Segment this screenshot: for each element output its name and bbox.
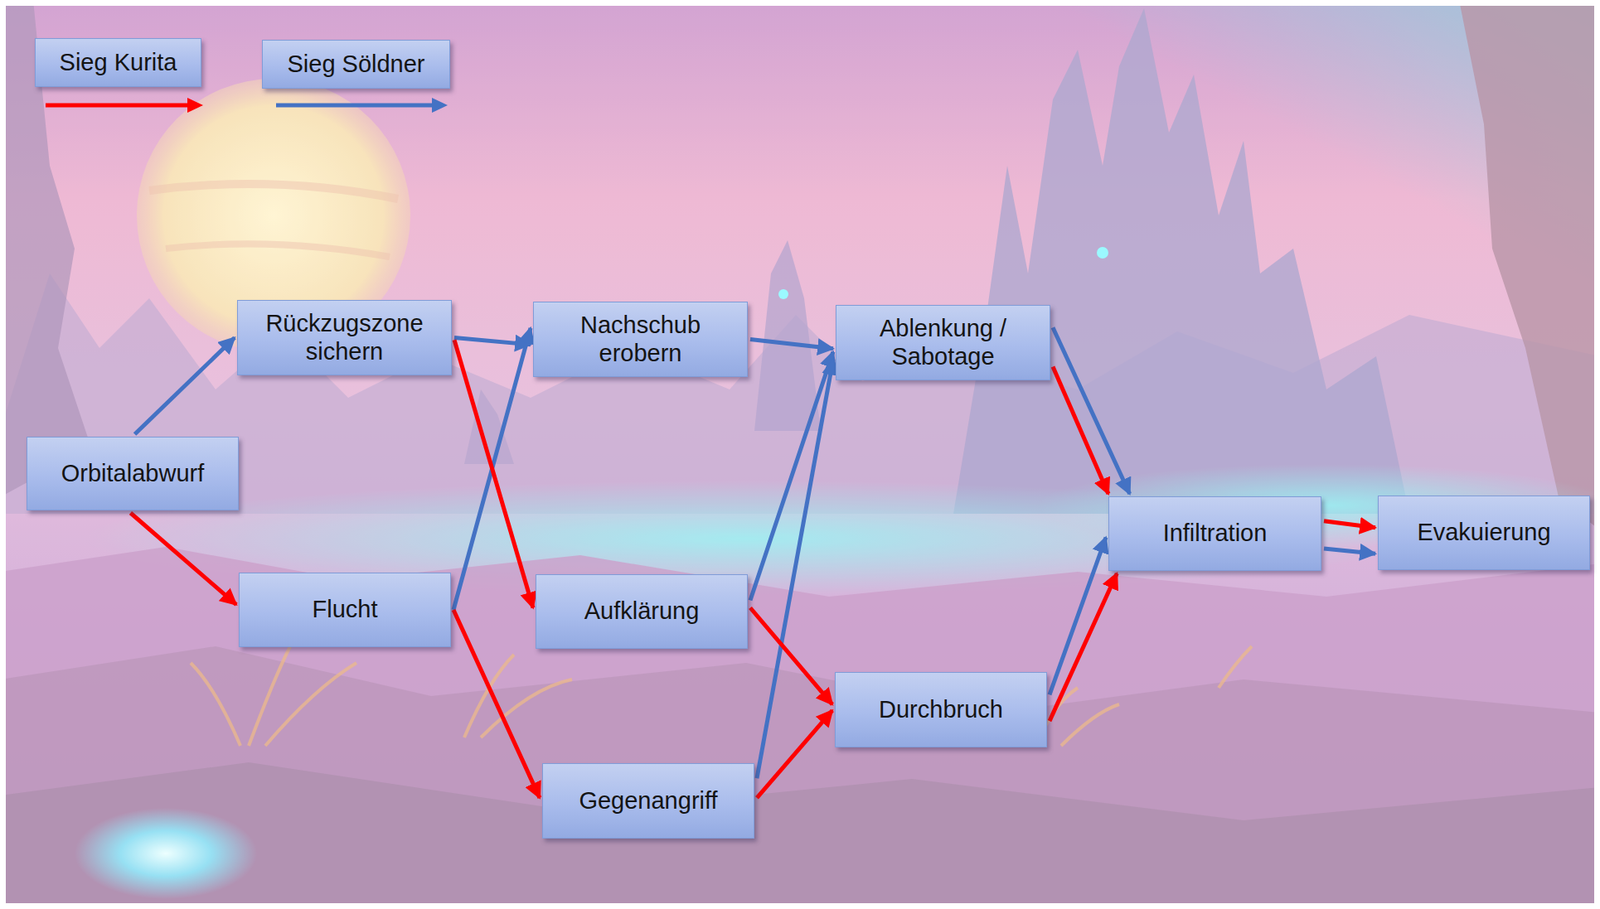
flow-arrow: [1052, 327, 1130, 495]
node-label: Nachschub erobern: [548, 311, 733, 369]
flow-arrow: [756, 359, 834, 780]
flow-arrow: [750, 339, 834, 350]
node-label: Orbitalabwurf: [61, 460, 204, 489]
process-box: Durchbruch: [834, 672, 1048, 748]
node-label: Evakuierung: [1416, 518, 1551, 548]
node-label: Aufklärung: [584, 597, 700, 626]
legend-box: Sieg Söldner: [261, 39, 451, 89]
process-box: Gegenangriff: [542, 763, 755, 839]
flow-arrow: [135, 338, 235, 436]
node-label: Ablenkung / Sabotage: [851, 315, 1035, 372]
process-box: Rückzugszone sichern: [237, 300, 452, 376]
node-label: Infiltration: [1163, 519, 1268, 548]
process-box: Flucht: [238, 572, 451, 648]
node-label: Rückzugszone sichern: [252, 310, 437, 367]
process-box: Evakuierung: [1377, 495, 1591, 571]
process-box: Orbitalabwurf: [26, 436, 239, 511]
flow-arrow: [1052, 367, 1109, 495]
legend-label: Sieg Kurita: [59, 48, 178, 78]
node-label: Flucht: [312, 596, 379, 625]
process-box: Aufklärung: [535, 574, 748, 650]
legend-label: Sieg Söldner: [286, 50, 425, 79]
flow-arrow: [756, 710, 833, 798]
flow-arrow: [1049, 573, 1117, 722]
legend-box: Sieg Kurita: [34, 38, 202, 88]
flow-arrow: [454, 339, 534, 608]
flow-arrow: [1323, 548, 1376, 554]
flow-arrow: [1323, 521, 1376, 529]
flow-arrow: [453, 610, 540, 799]
process-box: Nachschub erobern: [533, 301, 748, 378]
node-label: Gegenangriff: [578, 787, 718, 816]
flow-arrow: [750, 608, 833, 706]
node-label: Durchbruch: [878, 696, 1004, 725]
flow-arrow: [750, 351, 834, 601]
flow-arrow: [454, 338, 531, 345]
process-box: Infiltration: [1108, 496, 1322, 572]
process-box: Ablenkung / Sabotage: [835, 305, 1051, 381]
flow-arrow: [130, 513, 237, 606]
